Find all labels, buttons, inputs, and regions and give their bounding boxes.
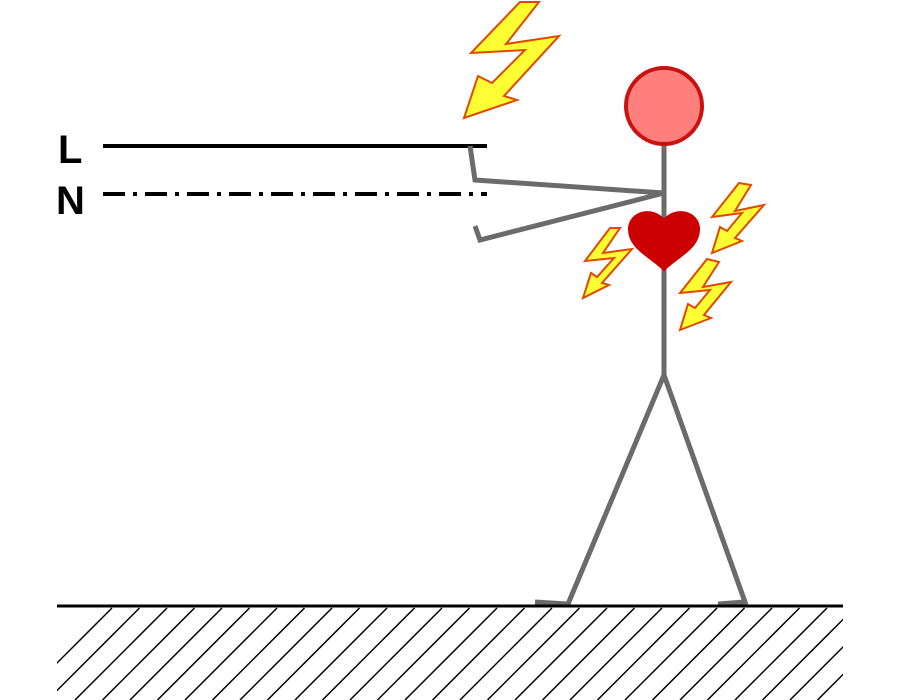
hatch-line xyxy=(211,607,306,700)
lightning-bolt-icon xyxy=(709,181,767,255)
hatch-line xyxy=(431,607,526,700)
hatch-line xyxy=(845,608,900,700)
hatch-line xyxy=(57,607,141,692)
hatch-line xyxy=(156,607,251,700)
hatch-line xyxy=(129,607,223,700)
live-wire-label: L xyxy=(58,128,82,172)
hatch-line xyxy=(651,607,746,700)
hatch-line xyxy=(239,607,333,700)
left-leg xyxy=(534,374,667,607)
hatch-line xyxy=(74,607,168,700)
stick-figure-icon xyxy=(467,66,749,607)
hatch-line xyxy=(404,607,498,700)
hatch-line xyxy=(541,607,636,700)
hatch-line xyxy=(624,607,718,700)
ground-hatching xyxy=(57,607,900,700)
head xyxy=(624,66,704,146)
hatch-line xyxy=(294,607,388,700)
hatch-line xyxy=(101,607,196,700)
hatch-line xyxy=(569,607,663,700)
hatch-line xyxy=(816,673,843,700)
lightning-bolt-icon xyxy=(581,227,635,300)
lightning-bolt-icon xyxy=(677,257,734,332)
hatch-line xyxy=(321,607,416,700)
right-leg xyxy=(661,374,749,607)
hatch-line xyxy=(266,607,361,700)
lightning-bolt-icon xyxy=(462,0,562,120)
upper-arm xyxy=(467,145,665,196)
hatch-line xyxy=(679,607,773,700)
lightning-bolts xyxy=(462,0,767,332)
neutral-wire-label: N xyxy=(56,179,85,223)
hatch-line xyxy=(349,607,443,700)
hatch-line xyxy=(706,607,801,700)
hatch-line xyxy=(57,607,113,665)
hatch-line xyxy=(459,607,553,700)
hatch-line xyxy=(514,607,608,700)
hatch-line xyxy=(761,618,843,700)
hatch-line xyxy=(734,607,828,700)
lower-arm xyxy=(472,190,665,243)
hatch-line xyxy=(486,607,581,700)
hatch-line xyxy=(596,607,691,700)
hatch-line xyxy=(789,645,843,700)
hatch-line xyxy=(376,607,471,700)
hatch-line xyxy=(184,607,278,700)
heart-icon xyxy=(627,211,701,272)
hatch-line xyxy=(873,608,900,700)
